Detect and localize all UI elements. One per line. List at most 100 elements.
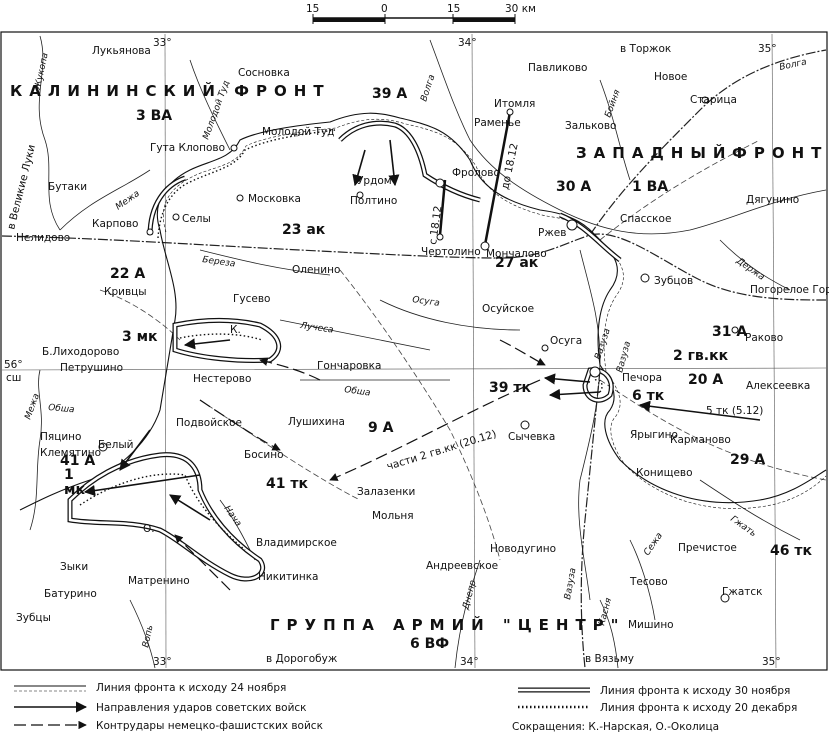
- place-sychevka: Сычевка: [508, 431, 555, 443]
- place-dyagunino: Дягунино: [746, 194, 799, 206]
- place-mishino: Мишино: [628, 619, 674, 631]
- river-mezha-west: Межа: [23, 392, 42, 421]
- roads: [1, 49, 827, 669]
- legend: Линия фронта к исходу 24 ноября Направле…: [14, 682, 797, 733]
- guards-cav-note: части 2 гв.кк (20.12): [385, 428, 498, 473]
- place-gusevo: Гусево: [233, 293, 270, 305]
- scale-tick-15b: 15: [447, 3, 460, 15]
- army-39: 39 А: [372, 86, 407, 102]
- place-bosino: Босино: [244, 449, 284, 461]
- place-velikie-luki: в Великие Луки: [5, 143, 38, 230]
- date-from-1812: с 18.12: [427, 205, 444, 245]
- place-zalkovo: Зальково: [565, 120, 616, 132]
- mech-corps-1-num: 1: [64, 467, 74, 483]
- place-pogoreloe: Погорелое Городище: [750, 284, 829, 296]
- corps-27: 27 ак: [495, 255, 539, 271]
- river-mezha: Межа: [114, 189, 142, 213]
- guards-cav-corps-2: 2 гв.кк: [673, 348, 729, 364]
- legend-front-24nov: Линия фронта к исходу 24 ноября: [96, 682, 286, 694]
- air-army-1: 1 ВА: [632, 179, 668, 195]
- river-dnepr: Днепр: [461, 579, 479, 612]
- scale-tick-0: 0: [381, 3, 388, 15]
- lat-56-n: сш: [6, 372, 21, 384]
- tank-corps-41: 41 тк: [266, 476, 308, 492]
- place-zalazenki: Залазенки: [357, 486, 415, 498]
- place-frolovo: Фролово: [452, 167, 500, 179]
- place-chertolino: Чертолино: [421, 246, 481, 258]
- river-nacha: Нача: [222, 504, 243, 529]
- lon-35-top: 35°: [758, 43, 777, 55]
- army-31: 31 А: [712, 324, 747, 340]
- place-gzhatsk: Гжатск: [722, 586, 763, 598]
- place-olenino: Оленино: [292, 264, 340, 276]
- river-obsha-west: Обша: [48, 403, 75, 415]
- place-b-likhodorovo: Б.Лиходорово: [42, 346, 119, 358]
- place-novodugino: Новодугино: [490, 543, 556, 555]
- scale-tick-30: 30 км: [505, 3, 536, 15]
- place-itomlya: Итомля: [494, 98, 535, 110]
- place-vladimirskoe: Владимирское: [256, 537, 337, 549]
- corps-23: 23 ак: [282, 222, 326, 238]
- river-volga: Волга: [419, 74, 437, 103]
- army-29: 29 А: [730, 452, 765, 468]
- army-20: 20 А: [688, 372, 723, 388]
- river-osuga: Осуга: [412, 295, 441, 309]
- place-pechora: Печора: [622, 372, 662, 384]
- western-front-label-2: ФРОНТ: [732, 144, 828, 162]
- army-41: 41 А: [60, 453, 95, 469]
- place-sosnovka: Сосновка: [238, 67, 290, 79]
- legend-front-30nov: Линия фронта к исходу 30 ноября: [600, 685, 790, 697]
- place-guta-klopovo: Гута Клопово: [150, 142, 225, 154]
- place-pyatsino: Пяцино: [40, 431, 81, 443]
- river-luchesa: Лучеса: [299, 321, 334, 336]
- front-line-30nov: [67, 120, 622, 582]
- place-rzhev: Ржев: [538, 227, 566, 239]
- western-front-label-1: ЗАПАДНЫЙ: [576, 143, 732, 162]
- river-gzhat: Гжать: [728, 514, 758, 539]
- place-baturino: Батурино: [44, 588, 97, 600]
- place-monchalovo: Мончалово: [486, 248, 547, 260]
- place-torzhok: в Торжок: [620, 43, 671, 55]
- place-zubtsov: Зубцов: [654, 275, 693, 287]
- legend-german-counterstrikes: Контрудары немецко-фашистских войск: [96, 720, 323, 732]
- place-yarygino: Ярыгино: [630, 429, 678, 441]
- army-30: 30 А: [556, 179, 591, 195]
- demarcation-lines: [438, 111, 512, 246]
- army-group-center-label: ГРУППА АРМИЙ "ЦЕНТР": [270, 615, 626, 634]
- place-podvoyskoe: Подвойское: [176, 417, 242, 429]
- place-tesovo: Тесово: [629, 576, 668, 588]
- river-boynya: Бойня: [603, 88, 622, 119]
- place-prechistoe: Пречистое: [678, 542, 737, 554]
- place-matrenino: Матренино: [128, 575, 190, 587]
- map-frame: [0, 31, 828, 671]
- place-zubtsy: Зубцы: [16, 612, 51, 624]
- lon-33-bot: 33°: [153, 656, 172, 668]
- place-krivtsy: Кривцы: [104, 286, 147, 298]
- river-bereza: Береза: [202, 255, 236, 270]
- german-counter-strikes: [174, 339, 546, 591]
- tank-corps-5: 5 тк (5.12): [706, 405, 763, 417]
- river-sezha: Сежа: [642, 531, 665, 558]
- place-pavlikovo: Павликово: [528, 62, 587, 74]
- air-army-3: 3 ВА: [136, 108, 172, 124]
- tank-corps-6: 6 тк: [632, 388, 665, 404]
- river-derzha: Держа: [733, 256, 766, 283]
- place-butaki: Бутаки: [48, 181, 87, 193]
- place-klemyatino: Клемятино: [40, 447, 101, 459]
- place-goncharovka: Гончаровка: [317, 360, 381, 372]
- lon-35-bot: 35°: [762, 656, 781, 668]
- river-vop: Вопь: [141, 624, 156, 648]
- mech-corps-1-mk: мк: [64, 482, 85, 498]
- place-dorogobuzh: в Дорогобуж: [266, 653, 338, 665]
- place-vyazma: в Вязьму: [585, 653, 634, 665]
- place-spasskoe: Спасское: [620, 213, 671, 225]
- rivers: [29, 35, 827, 669]
- tank-corps-46: 46 тк: [770, 543, 812, 559]
- legend-abbreviations: Сокращения: К.-Нарская, О.-Околица: [512, 721, 719, 733]
- army-22: 22 А: [110, 266, 145, 282]
- place-lukyanova: Лукьянова: [92, 45, 151, 57]
- mech-corps-3: 3 мк: [122, 329, 158, 345]
- front-line-20dec: [79, 129, 603, 551]
- place-karpovo: Карпово: [92, 218, 138, 230]
